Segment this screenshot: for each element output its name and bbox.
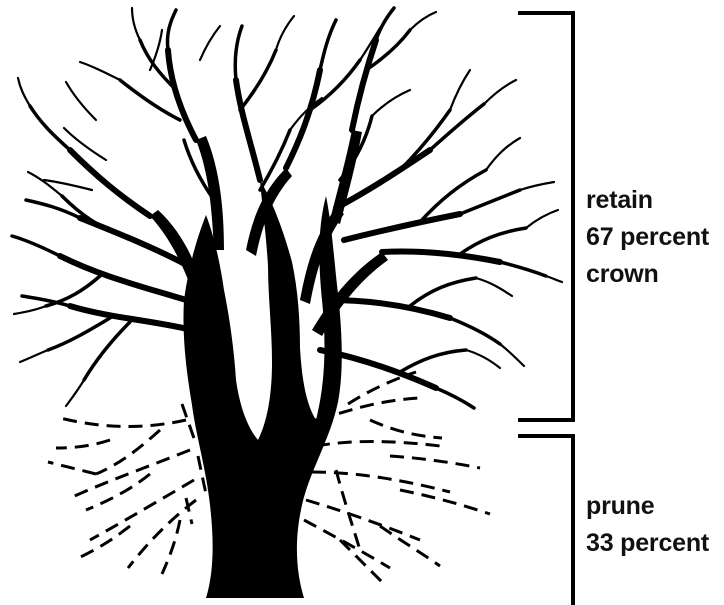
retain-label-line-3: crown [586, 260, 659, 288]
pruned-branches [47, 370, 491, 586]
prune-bracket [518, 434, 575, 605]
prune-label-line-1: prune [586, 492, 655, 520]
prune-label-line-2: 33 percent [586, 529, 710, 557]
retain-crown-label: retain 67 percent crown [586, 182, 709, 293]
crown-branches [10, 6, 564, 410]
prune-label: prune 33 percent [586, 488, 709, 562]
retain-label-line-2: 67 percent [586, 223, 710, 251]
retain-label-line-1: retain [586, 186, 653, 214]
retain-bracket [518, 11, 575, 422]
